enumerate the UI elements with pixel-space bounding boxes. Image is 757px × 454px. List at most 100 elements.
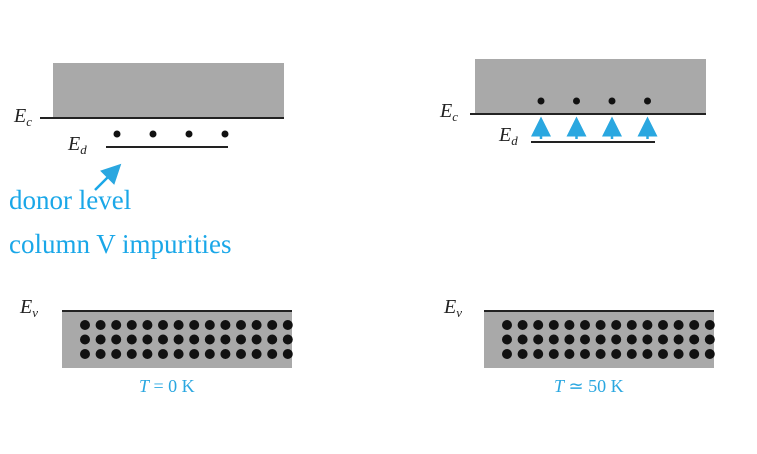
valence-electron <box>189 320 200 330</box>
valence-electron <box>580 320 590 330</box>
valence-electron <box>220 320 231 330</box>
valence-electron <box>502 334 512 345</box>
ev-label-left: Ev <box>20 296 38 320</box>
valence-electron <box>282 334 293 345</box>
valence-electron <box>80 334 90 345</box>
valence-electron <box>564 320 575 330</box>
valence-electron <box>658 349 668 359</box>
ec-label-right: Ec <box>440 101 458 124</box>
valence-electron <box>611 320 622 330</box>
valence-electron <box>267 334 278 345</box>
valence-electron <box>142 349 153 359</box>
valence-electron <box>111 320 122 330</box>
valence-electron <box>673 334 684 345</box>
conduction-electron <box>573 97 580 105</box>
valence-electron <box>189 349 200 359</box>
valence-electron <box>95 320 106 330</box>
conduction-electron <box>644 97 651 105</box>
ec-symbol: E <box>14 105 27 127</box>
valence-electron <box>251 349 262 359</box>
valence-electron <box>548 349 559 359</box>
ev-symbol: E <box>20 296 33 318</box>
donor-electrons-right <box>537 97 651 105</box>
ed-symbol: E <box>68 133 81 155</box>
valence-electron <box>204 320 215 330</box>
valence-electron <box>673 320 684 330</box>
valence-electron <box>142 334 153 345</box>
valence-electron <box>658 334 668 345</box>
valence-electron <box>236 349 246 359</box>
valence-electron <box>502 320 512 330</box>
annotation-donor-level: donor level <box>9 185 132 215</box>
valence-electron <box>158 334 168 345</box>
temperature-label-left: T = 0 K <box>139 377 195 395</box>
valence-electron <box>517 349 528 359</box>
ionization-arrows-right <box>531 116 658 139</box>
valence-electron <box>220 334 231 345</box>
valence-electron <box>80 349 90 359</box>
valence-electron <box>626 334 637 345</box>
donor-electron <box>221 130 229 138</box>
valence-electron <box>502 349 512 359</box>
valence-electron <box>595 320 606 330</box>
annotation-arrow <box>94 163 122 191</box>
conduction-electron <box>608 97 616 105</box>
conduction-band-left <box>53 63 284 118</box>
valence-electron <box>548 320 559 330</box>
ec-subscript: c <box>452 109 458 124</box>
valence-electron <box>673 349 684 359</box>
conduction-band-right <box>475 59 706 114</box>
valence-electron <box>580 349 590 359</box>
temperature-value-right: ≃ 50 K <box>564 376 624 396</box>
valence-electron <box>126 334 137 345</box>
valence-electron <box>204 334 215 345</box>
ed-label-left: Ed <box>68 133 87 157</box>
valence-electron <box>220 349 231 359</box>
valence-electron <box>533 320 544 330</box>
valence-electron <box>173 349 184 359</box>
valence-electron <box>204 349 215 359</box>
ev-subscript: v <box>32 305 38 320</box>
valence-electron <box>251 334 262 345</box>
valence-electron <box>626 320 637 330</box>
valence-electron <box>111 334 122 345</box>
valence-electron <box>595 334 606 345</box>
ec-label-left: Ec <box>14 105 32 129</box>
ec-subscript: c <box>26 114 32 129</box>
valence-electron <box>642 349 653 359</box>
valence-electron <box>704 349 715 359</box>
valence-electron <box>611 349 622 359</box>
valence-electron <box>173 334 184 345</box>
ed-symbol: E <box>499 124 512 146</box>
ed-subscript: d <box>511 133 518 148</box>
valence-electron <box>642 334 653 345</box>
valence-electron <box>564 349 575 359</box>
valence-electron <box>80 320 90 330</box>
valence-electron <box>142 320 153 330</box>
valence-electron <box>595 349 606 359</box>
valence-electron <box>689 349 700 359</box>
ev-label-right: Ev <box>444 297 462 320</box>
valence-electron <box>704 320 715 330</box>
valence-electron <box>517 334 528 345</box>
valence-electrons-right <box>502 320 715 359</box>
donor-electrons-left <box>113 130 229 138</box>
temperature-symbol-right: T <box>554 376 565 396</box>
valence-electron <box>189 334 200 345</box>
valence-electron <box>111 349 122 359</box>
conduction-electron <box>537 97 545 105</box>
valence-electron <box>158 320 168 330</box>
temperature-label-right: T ≃ 50 K <box>554 377 624 395</box>
valence-electron <box>236 320 246 330</box>
valence-electron <box>267 349 278 359</box>
valence-electron <box>689 320 700 330</box>
ed-subscript: d <box>80 142 87 157</box>
donor-electron <box>149 130 157 138</box>
ev-subscript: v <box>456 305 462 320</box>
valence-electron <box>251 320 262 330</box>
temperature-symbol-left: T <box>139 376 150 396</box>
valence-electron <box>548 334 559 345</box>
temperature-value-left: = 0 K <box>149 376 195 396</box>
valence-electron <box>126 320 137 330</box>
valence-electron <box>173 320 184 330</box>
